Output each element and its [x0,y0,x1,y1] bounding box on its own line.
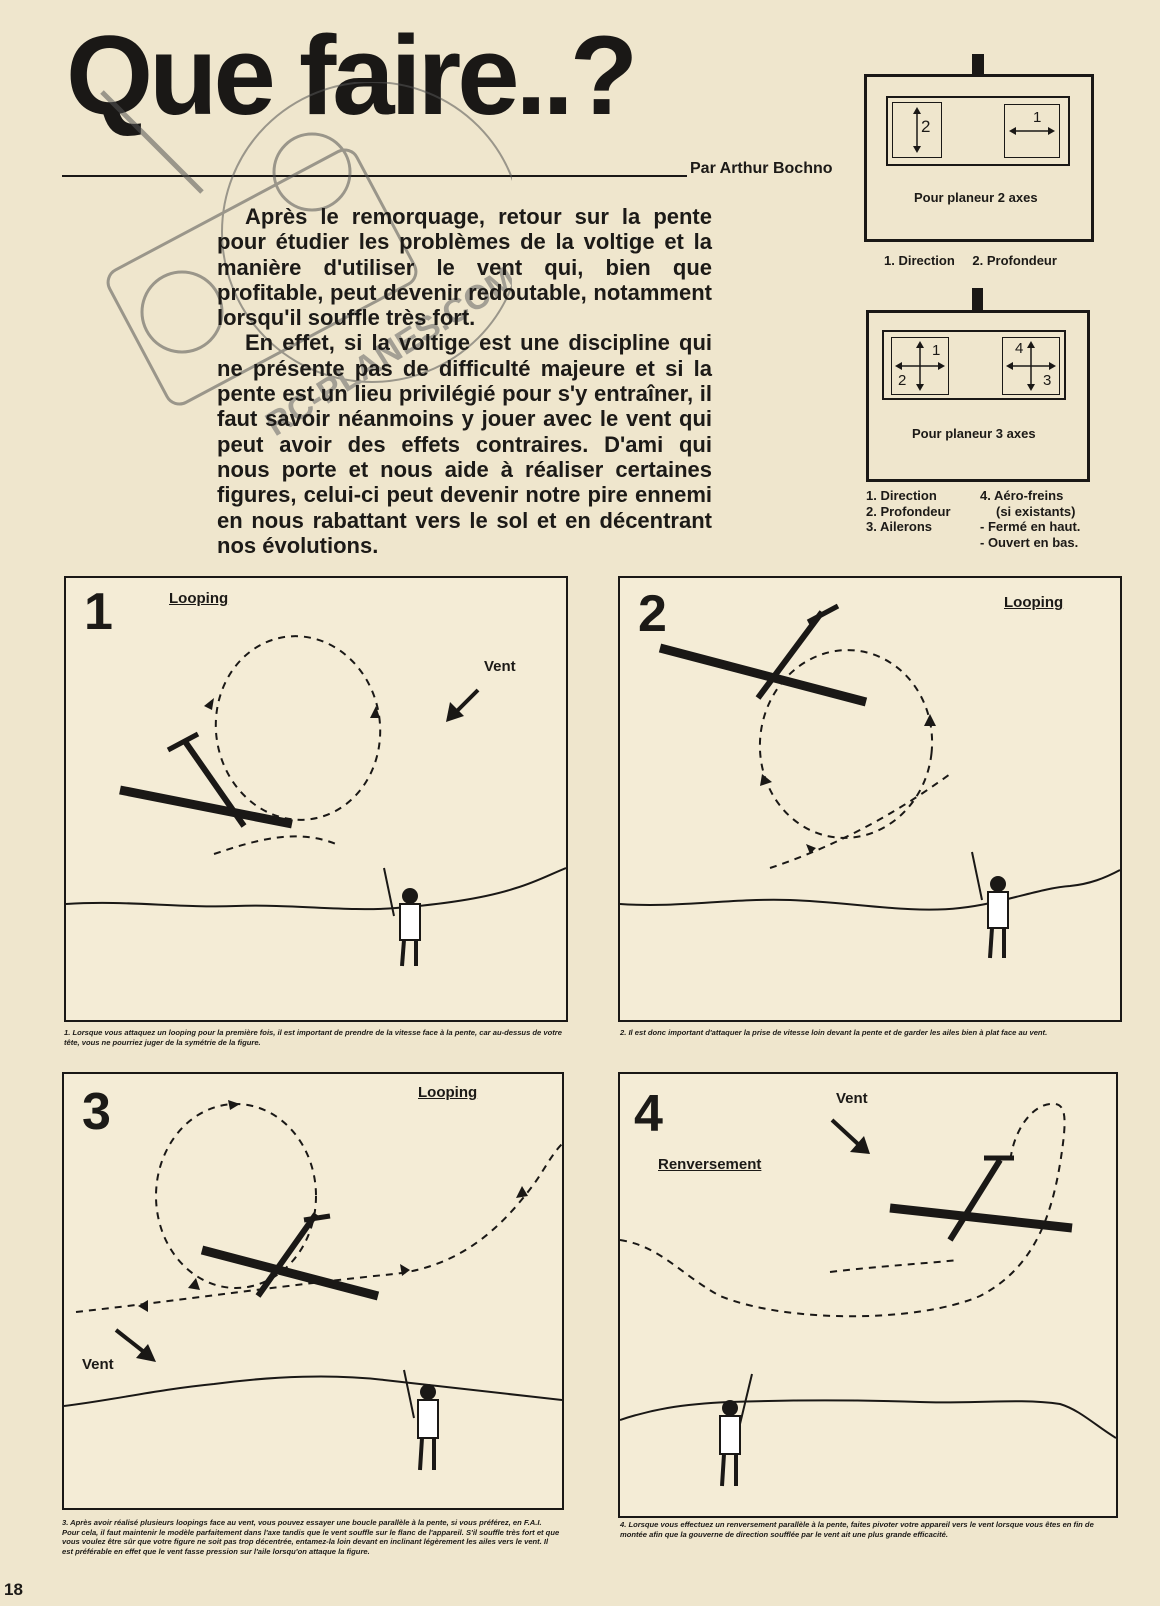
panel-caption: 3. Après avoir réalisé plusieurs looping… [62,1518,560,1556]
glider [890,1158,1072,1240]
legend-2axes: 1. Direction 2. Profondeur [884,253,1057,269]
panel-caption: 1. Lorsque vous attaquez un looping pour… [64,1028,564,1047]
flight-path [620,1104,1065,1316]
intro-paragraph: En effet, si la voltige est une discipli… [217,330,712,558]
glider [660,606,866,702]
right-stick-box: 1 [1004,104,1060,158]
panel-number: 4 [634,1088,663,1140]
illustration-panel-4: 4 Renversement Vent [618,1072,1118,1518]
legend-3axes-col1: 1. Direction 2. Profondeur 3. Ailerons [866,488,951,535]
stick-number: 4 [1015,340,1023,357]
panel-number: 2 [638,588,667,640]
stick-number: 2 [898,372,906,389]
slope-line [66,868,566,909]
illustration-panel-2: 2 Looping [618,576,1122,1022]
wind-label: Vent [484,658,516,675]
page-number: 18 [4,1580,23,1600]
legend-item: 4. Aéro-freins [980,488,1080,504]
stick-number: 1 [932,342,940,359]
illustration-panel-3: 3 Looping Vent [62,1072,564,1510]
legend-item: 2. Profondeur [972,253,1057,268]
legend-item: (si existants) [980,504,1080,520]
antenna [972,288,983,312]
panel-number: 1 [84,586,113,638]
illustration-panel-1: 1 Looping Vent [64,576,568,1022]
legend-item: - Fermé en haut. [980,519,1080,535]
slope-line [620,1401,1116,1439]
panel-caption: 2. Il est donc important d'attaquer la p… [620,1028,1118,1038]
panel-label: Looping [1004,594,1063,611]
panel-number: 3 [82,1086,111,1138]
pilot-figure [384,868,420,966]
wind-label: Vent [836,1090,868,1107]
radio-caption: Pour planeur 3 axes [912,426,1036,441]
intro-text: Après le remorquage, retour sur la pente… [217,204,712,558]
panel-caption: 4. Lorsque vous effectuez un renversemen… [620,1520,1114,1539]
slope-line [620,870,1120,910]
looping-illustration [620,578,1120,1020]
left-stick-box: 1 2 [891,337,949,395]
intro-paragraph: Après le remorquage, retour sur la pente… [217,204,712,330]
stick-number: 3 [1043,372,1051,389]
wind-arrow [116,1330,156,1362]
panel-label: Looping [418,1084,477,1101]
stick-number: 1 [1033,109,1041,126]
left-stick-box: 2 [892,102,942,158]
looping-illustration [64,1074,562,1508]
panel-label: Looping [169,590,228,607]
antenna [972,54,984,76]
legend-item: 1. Direction [866,488,951,504]
legend-item: 3. Ailerons [866,519,951,535]
radio-caption: Pour planeur 2 axes [914,190,1038,205]
wind-arrow [832,1120,870,1154]
legend-item: - Ouvert en bas. [980,535,1080,551]
wind-label: Vent [82,1356,114,1373]
byline: Par Arthur Bochno [690,160,833,178]
glider [202,1214,378,1296]
pilot-figure [720,1374,752,1486]
right-stick-box: 4 3 [1002,337,1060,395]
wind-arrow [446,690,478,722]
looping-illustration [66,578,566,1020]
legend-item: 1. Direction [884,253,955,268]
legend-item: 2. Profondeur [866,504,951,520]
legend-3axes-col2: 4. Aéro-freins (si existants) - Fermé en… [980,488,1080,550]
stick-number: 2 [921,117,930,137]
flight-path [204,625,392,830]
renversement-illustration [620,1074,1116,1516]
slope-line [64,1377,562,1406]
panel-label: Renversement [658,1156,761,1173]
